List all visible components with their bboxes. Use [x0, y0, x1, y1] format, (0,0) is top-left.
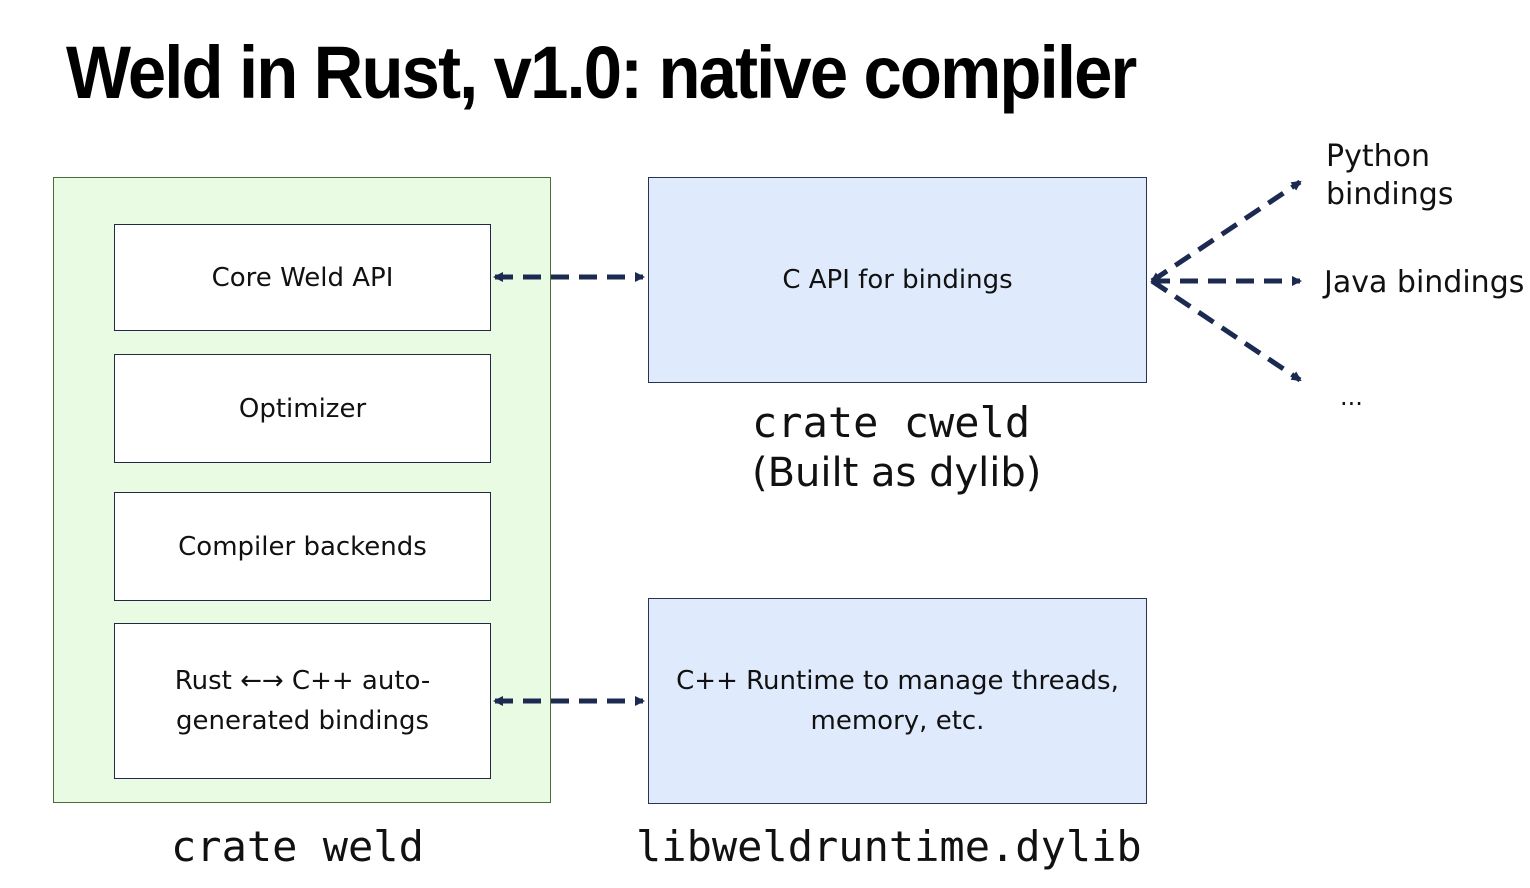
c-api-to-python-arrow: [1150, 179, 1302, 284]
rust-cpp-bindings-box: Rust ←→ C++ auto- generated bindings: [114, 623, 491, 779]
c-api-label: C API for bindings: [782, 265, 1013, 295]
python-bindings-line2: bindings: [1326, 177, 1454, 212]
c-api-to-more-arrow: [1150, 278, 1302, 383]
rust-cpp-bindings-line1: Rust ←→ C++ auto-: [174, 666, 431, 696]
python-bindings-label: Python bindings: [1326, 138, 1453, 214]
slide-title: Weld in Rust, v1.0: native compiler: [66, 31, 1137, 114]
core-weld-api-box: Core Weld API: [114, 224, 491, 331]
java-bindings-label: Java bindings: [1324, 265, 1525, 300]
compiler-backends-box: Compiler backends: [114, 492, 491, 601]
optimizer-label: Optimizer: [238, 393, 367, 424]
libweldruntime-label: libweldruntime.dylib: [636, 822, 1142, 871]
more-bindings-ellipsis: ...: [1340, 383, 1363, 411]
cpp-runtime-line2: memory, etc.: [810, 706, 985, 736]
python-bindings-line1: Python: [1326, 139, 1430, 174]
compiler-backends-label: Compiler backends: [178, 531, 427, 562]
built-as-dylib-label: (Built as dylib): [752, 450, 1042, 496]
crate-weld-label: crate weld: [171, 822, 424, 871]
cpp-runtime-box: C++ Runtime to manage threads, memory, e…: [648, 598, 1147, 804]
cpp-runtime-line1: C++ Runtime to manage threads,: [676, 666, 1119, 696]
crate-cweld-label: crate cweld: [752, 398, 1031, 447]
optimizer-box: Optimizer: [114, 354, 491, 463]
c-api-box: C API for bindings: [648, 177, 1147, 383]
rust-cpp-bindings-line2: generated bindings: [175, 706, 430, 736]
core-weld-api-label: Core Weld API: [211, 262, 394, 293]
